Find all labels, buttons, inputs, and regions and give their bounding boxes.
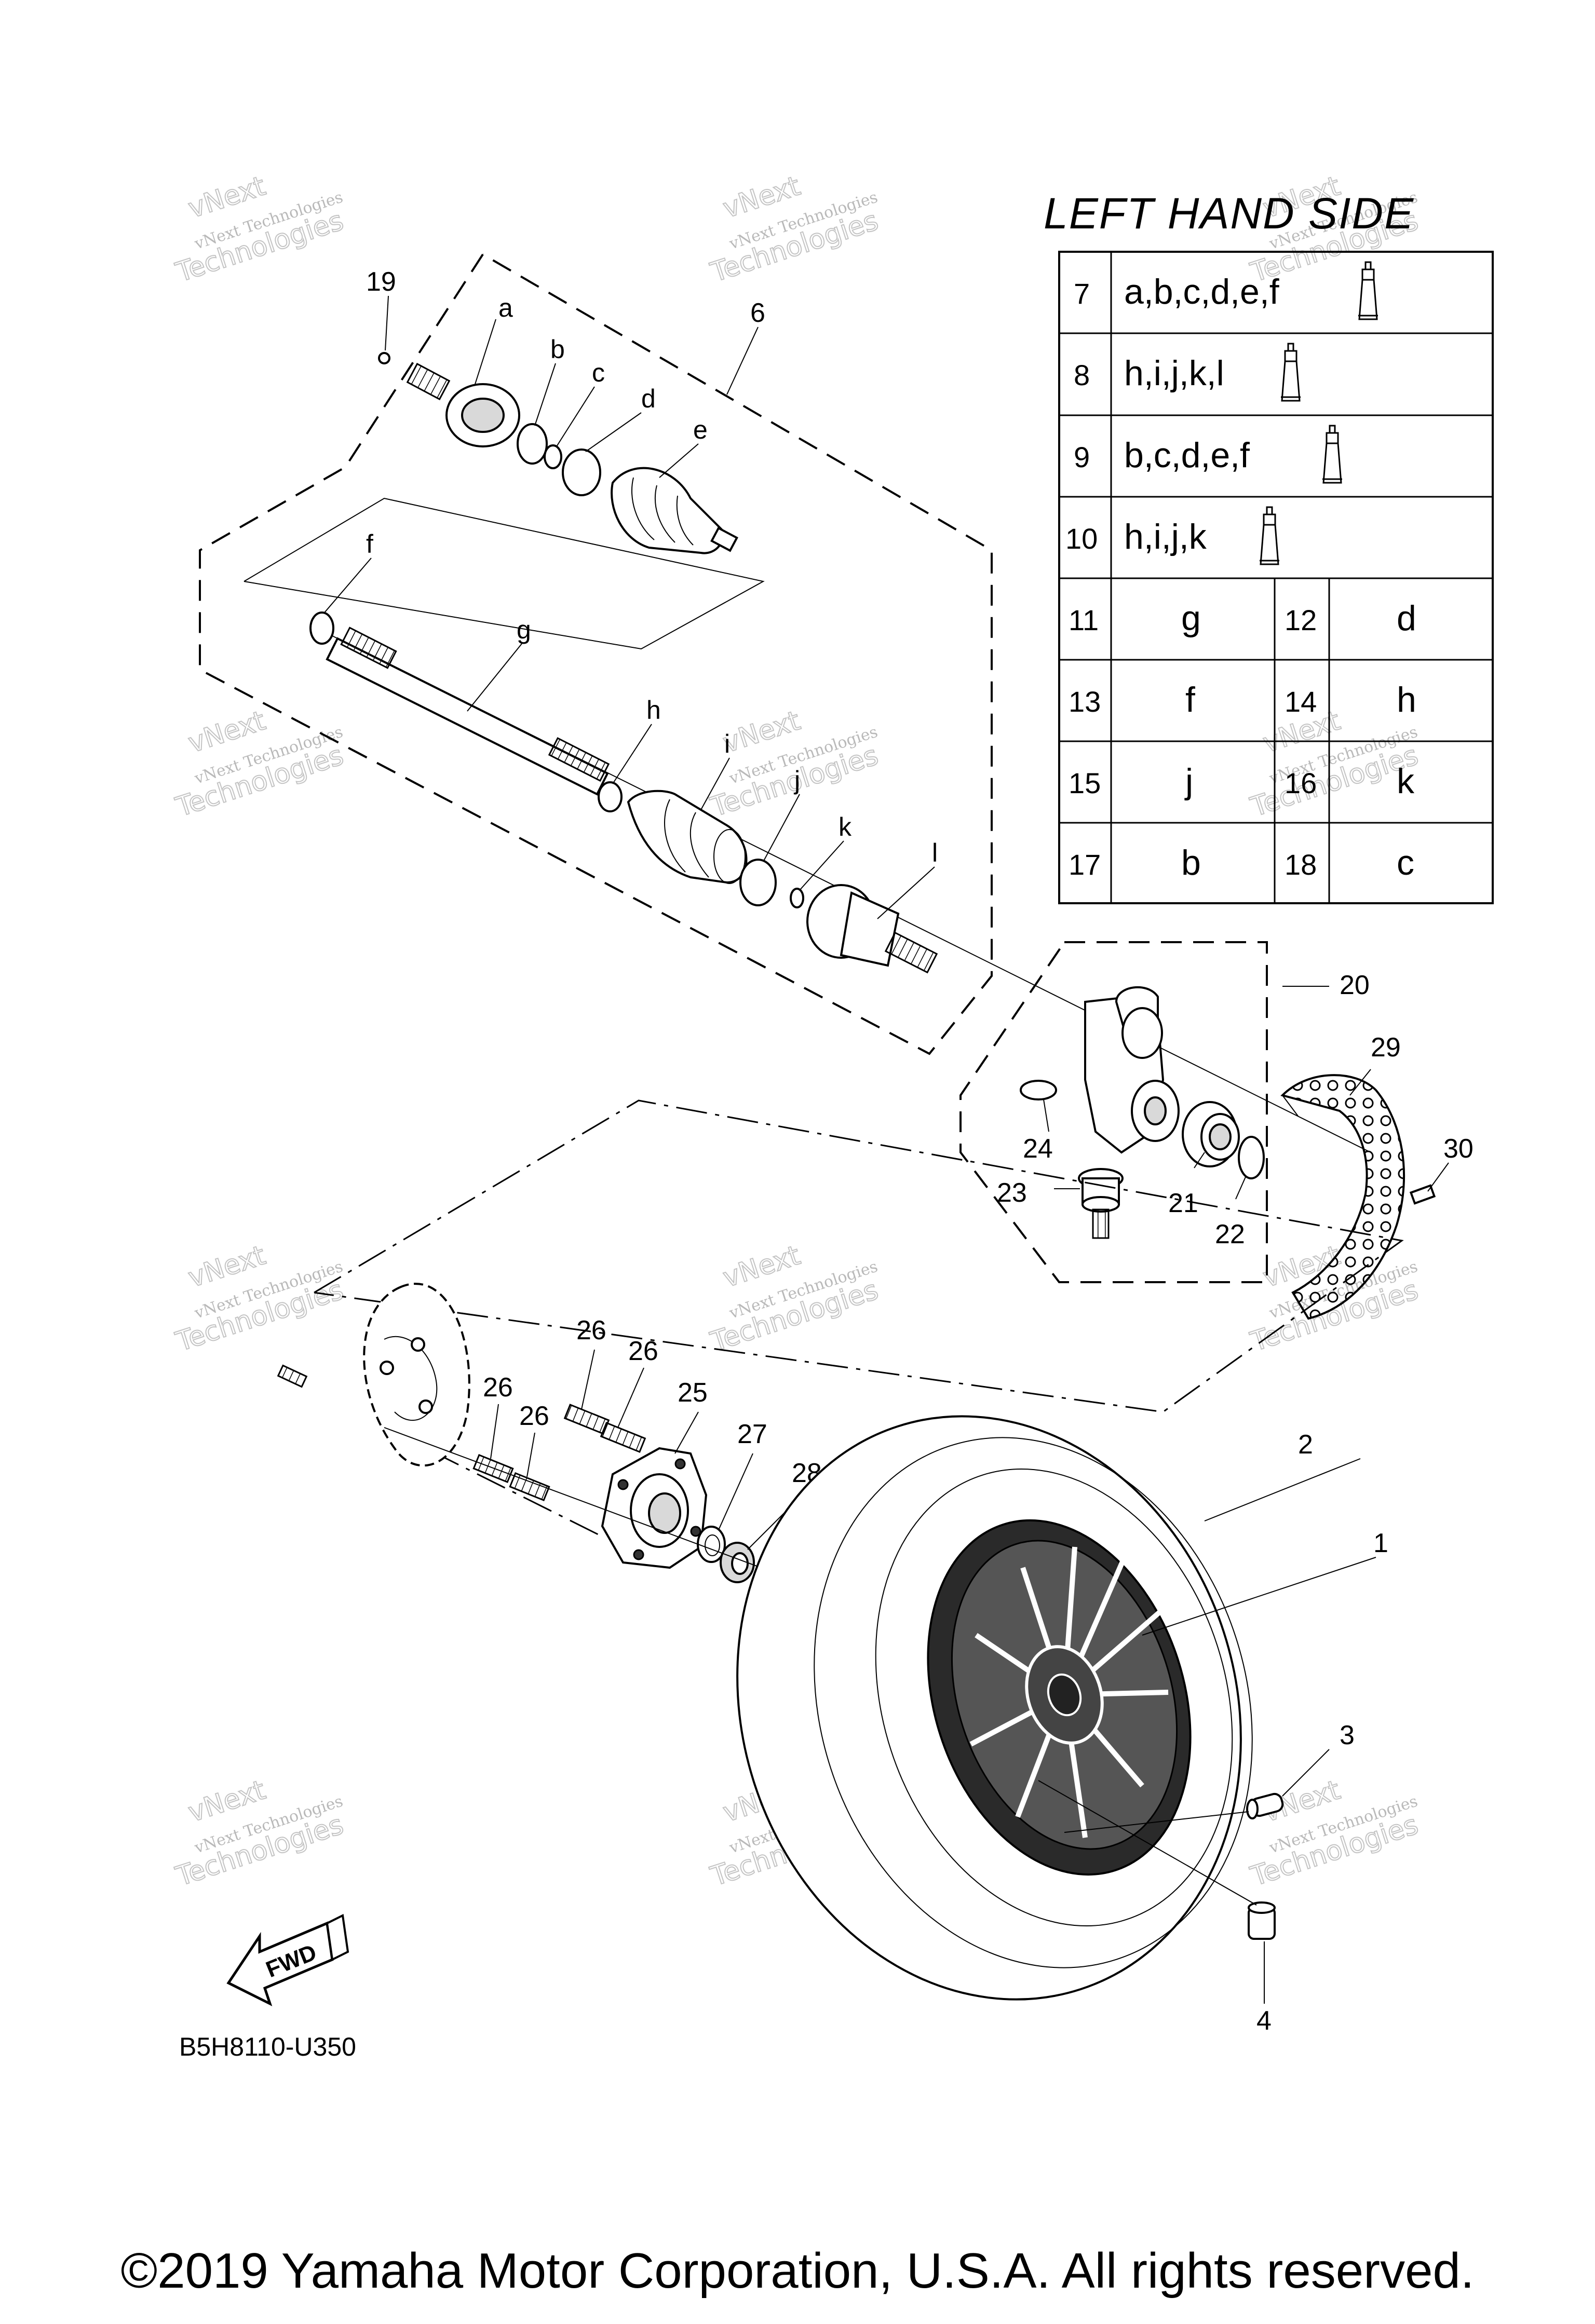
brake-disc (363, 1283, 470, 1467)
grease-tube-icon (1281, 343, 1301, 402)
label-e: e (693, 415, 708, 444)
table-val-8: h,i,j,k,l (1124, 354, 1224, 393)
part-25-hub (601, 1447, 708, 1569)
part-a-outer-joint (406, 362, 520, 447)
part-24-clip (1020, 1080, 1057, 1100)
table-num-8: 8 (1074, 359, 1090, 391)
callout-25: 25 (678, 1378, 708, 1408)
callout-26c: 26 (483, 1372, 513, 1403)
part-29-brake-guard (1280, 1074, 1405, 1320)
callout-19: 19 (366, 267, 396, 297)
part-j-band (739, 859, 777, 906)
part-4-cap (1248, 1901, 1276, 1940)
table-val-16: k (1397, 762, 1415, 801)
part-22-circlip (1238, 1136, 1265, 1179)
label-f: f (366, 529, 373, 559)
table-val-17: b (1181, 843, 1201, 882)
callout-1: 1 (1373, 1528, 1388, 1558)
callout-27: 27 (737, 1419, 767, 1449)
part-19-ring (378, 352, 390, 364)
table-val-7: a,b,c,d,e,f (1124, 272, 1279, 311)
part-k-clip (790, 888, 804, 908)
callout-26a: 26 (576, 1315, 606, 1346)
lubrication-table: LEFT HAND SIDE 7 a,b,c,d,e,f 8 h,i,j,k,l… (1044, 189, 1494, 904)
part-c-clip (544, 444, 562, 469)
part-d-band (562, 449, 601, 496)
table-val-9: b,c,d,e,f (1124, 436, 1250, 475)
table-val-14: h (1397, 680, 1416, 719)
table-num-17: 17 (1069, 848, 1101, 881)
table-num-13: 13 (1069, 685, 1101, 718)
copyright-footer: ©2019 Yamaha Motor Corporation, U.S.A. A… (120, 2243, 1475, 2299)
part-23-ball-joint (1078, 1168, 1124, 1239)
table-num-11: 11 (1069, 604, 1099, 636)
callout-30: 30 (1443, 1134, 1474, 1164)
table-num-10: 10 (1065, 522, 1098, 555)
callout-20: 20 (1340, 970, 1370, 1000)
drive-shaft-assembly: a b c d e f g h i j k l 19 6 (199, 253, 1371, 1153)
table-val-10: h,i,j,k (1124, 517, 1207, 556)
table-num-7: 7 (1074, 277, 1090, 310)
table-num-18: 18 (1285, 848, 1317, 881)
label-a: a (498, 293, 513, 322)
part-1-wheel (927, 1519, 1192, 1876)
table-val-11: g (1181, 599, 1201, 638)
grease-tube-icon (1260, 506, 1279, 565)
callout-26b: 26 (628, 1336, 658, 1366)
label-b: b (550, 335, 565, 364)
knuckle-boundary (959, 941, 1268, 1283)
callout-29: 29 (1371, 1032, 1401, 1063)
label-k: k (839, 812, 852, 841)
callout-6: 6 (750, 298, 765, 328)
assembly-boundary (199, 253, 993, 1055)
label-c: c (592, 358, 605, 387)
part-21-bearing (1182, 1101, 1240, 1167)
table-val-12: d (1397, 599, 1416, 638)
table-val-13: f (1185, 680, 1195, 719)
callout-22: 22 (1215, 1219, 1245, 1249)
label-j: j (793, 766, 800, 795)
part-3-valve (1246, 1792, 1284, 1819)
label-i: i (724, 729, 730, 758)
part-l-inner-joint (806, 884, 938, 974)
table-title: LEFT HAND SIDE (1044, 189, 1414, 238)
part-knuckle (1084, 986, 1180, 1154)
fwd-arrow: FWD (226, 1913, 349, 2006)
callout-21: 21 (1168, 1188, 1198, 1218)
table-num-14: 14 (1285, 685, 1317, 718)
callout-2: 2 (1298, 1430, 1313, 1460)
part-f-clamp (309, 611, 334, 645)
knuckle-assembly: 20 24 23 21 22 (959, 941, 1370, 1283)
table-val-18: c (1397, 843, 1414, 882)
part-h-clamp (598, 781, 623, 812)
grease-tube-icon (1358, 261, 1378, 320)
part-e-boot (611, 467, 738, 554)
table-num-16: 16 (1285, 767, 1317, 799)
label-g: g (517, 615, 531, 644)
table-num-12: 12 (1285, 604, 1317, 636)
part-b-circlip (517, 423, 548, 465)
part-30-bolt (1409, 1162, 1449, 1205)
hub-assembly-frame (314, 1099, 1404, 1413)
label-h: h (646, 696, 661, 725)
label-d: d (641, 384, 656, 413)
callout-24: 24 (1023, 1134, 1053, 1164)
table-num-9: 9 (1074, 441, 1090, 473)
sub-assembly-frame (244, 497, 765, 650)
callout-3: 3 (1340, 1720, 1355, 1750)
label-l: l (932, 838, 938, 867)
part-code: B5H8110-U350 (179, 2032, 356, 2061)
part-g-shaft (326, 627, 610, 796)
table-val-15: j (1184, 762, 1193, 801)
table-num-15: 15 (1069, 767, 1101, 799)
callout-4: 4 (1256, 2006, 1272, 2036)
grease-tube-icon (1322, 425, 1342, 484)
disc-bolt (277, 1364, 308, 1388)
callout-26d: 26 (519, 1401, 549, 1431)
callout-23: 23 (997, 1178, 1027, 1208)
wheel-tire (736, 1415, 1253, 2001)
